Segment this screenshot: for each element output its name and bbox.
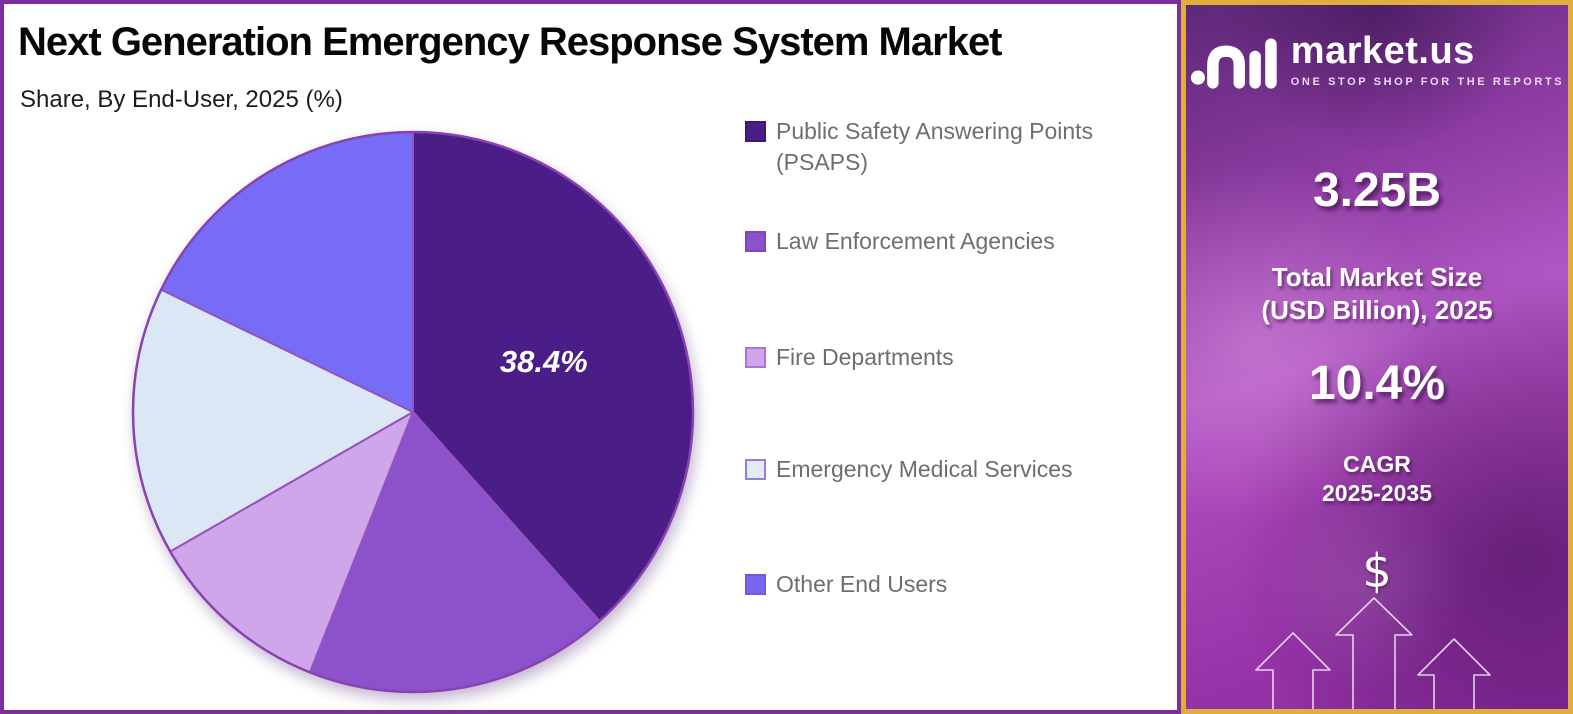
brand-tagline: ONE STOP SHOP FOR THE REPORTS xyxy=(1290,76,1565,88)
growth-arrow-left xyxy=(1255,632,1331,709)
growth-arrows-icon xyxy=(1255,597,1491,709)
marketus-logo: market.us ONE STOP SHOP FOR THE REPORTS xyxy=(1190,29,1564,91)
legend-label: Public Safety Answering Points(PSAPS) xyxy=(776,118,1094,175)
cagr-caption-line1: CAGR xyxy=(1343,451,1411,477)
legend-item: Emergency Medical Services xyxy=(745,454,1073,485)
total-market-size-value: 3.25B xyxy=(1312,164,1442,217)
legend-swatch-icon xyxy=(745,574,766,595)
legend-item: Public Safety Answering Points(PSAPS) xyxy=(745,116,1093,178)
legend-item: Other End Users xyxy=(745,569,947,600)
legend-item: Fire Departments xyxy=(745,342,954,373)
legend-swatch-icon xyxy=(745,347,766,368)
legend-label: Emergency Medical Services xyxy=(776,456,1073,482)
cagr-value: 10.4% xyxy=(1308,357,1446,410)
legend-swatch-icon xyxy=(745,231,766,252)
logo-text: market.us ONE STOP SHOP FOR THE REPORTS xyxy=(1291,32,1564,88)
cagr-caption-line2: 2025-2035 xyxy=(1322,479,1432,506)
legend-item: Law Enforcement Agencies xyxy=(745,226,1055,257)
chart-panel: Next Generation Emergency Response Syste… xyxy=(0,0,1181,714)
dollar-icon: $ xyxy=(1362,543,1392,598)
legend-label: Law Enforcement Agencies xyxy=(776,228,1055,254)
page-title: Next Generation Emergency Response Syste… xyxy=(18,20,1003,64)
cagr-caption: CAGR 2025-2035 xyxy=(1322,450,1432,508)
pie-chart: 38.4% xyxy=(131,130,695,694)
growth-arrow-middle xyxy=(1335,597,1413,709)
pie-slice-label: 38.4% xyxy=(500,344,588,379)
legend-label: Fire Departments xyxy=(776,344,954,370)
pie-rim xyxy=(131,130,695,694)
brand-sidebar: market.us ONE STOP SHOP FOR THE REPORTS … xyxy=(1181,0,1573,714)
total-market-size-caption-line2: (USD Billion), 2025 xyxy=(1261,294,1493,325)
chart-subtitle: Share, By End-User, 2025 (%) xyxy=(20,86,343,113)
total-market-size-caption: Total Market Size (USD Billion), 2025 xyxy=(1261,261,1492,326)
legend-label: Other End Users xyxy=(776,571,948,597)
growth-arrow-right xyxy=(1417,638,1491,709)
brand-name: market.us xyxy=(1290,30,1475,72)
legend-swatch-icon xyxy=(745,459,766,480)
legend-swatch-icon xyxy=(745,121,766,142)
total-market-size-caption-line1: Total Market Size xyxy=(1271,262,1483,292)
legend: Public Safety Answering Points(PSAPS) Law… xyxy=(745,116,1170,676)
marketus-logo-icon xyxy=(1190,38,1277,89)
